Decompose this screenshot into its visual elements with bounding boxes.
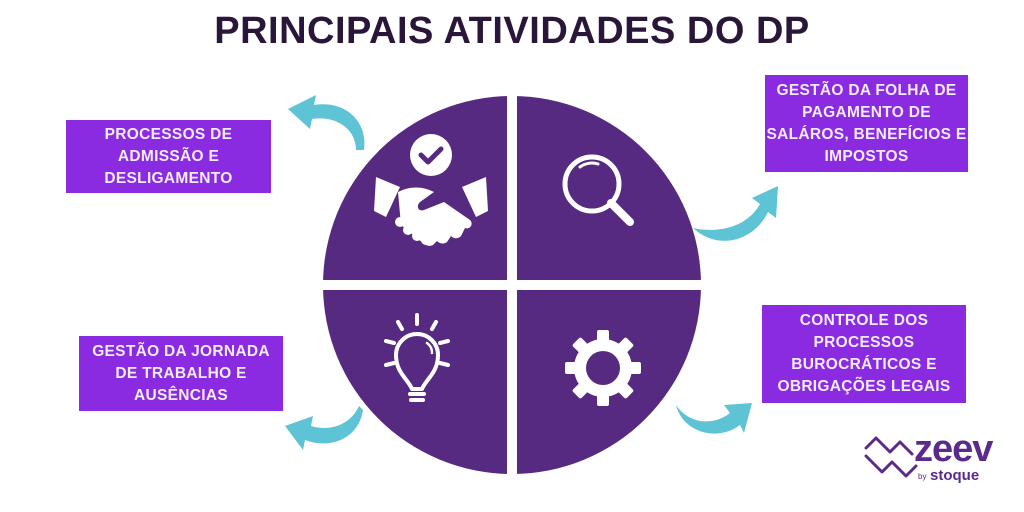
zeev-logo-mark-icon <box>864 436 918 478</box>
magnifier-icon <box>562 154 634 226</box>
activity-line: DESLIGAMENTO <box>104 169 233 187</box>
activity-box-jornada: GESTÃO DA JORNADA DE TRABALHO E AUSÊNCIA… <box>79 336 283 411</box>
logo-name: zeev <box>914 428 993 470</box>
activity-line: IMPOSTOS <box>824 147 909 165</box>
activity-line: SALÁROS, BENEFÍCIOS E <box>766 125 967 143</box>
activity-line: ADMISSÃO E <box>117 147 220 165</box>
arrow-top-left-icon <box>288 95 365 150</box>
activity-line: OBRIGAÇÕES LEGAIS <box>777 378 951 395</box>
quadrant-top-right <box>517 96 701 280</box>
activity-line: DE TRABALHO E <box>115 364 247 382</box>
arrow-top-right-icon <box>693 186 778 241</box>
arrow-bottom-left-icon <box>285 406 363 450</box>
activity-line: PAGAMENTO DE <box>802 103 931 121</box>
activity-box-folha-pagamento: GESTÃO DA FOLHA DE PAGAMENTO DE SALÁROS,… <box>765 75 968 172</box>
activity-line: BUROCRÁTICOS E <box>791 356 937 373</box>
handshake-check-icon <box>374 134 488 246</box>
activity-line: GESTÃO DA FOLHA DE <box>776 81 957 99</box>
logo-by: by <box>918 472 927 481</box>
activity-line: GESTÃO DA JORNADA <box>92 342 270 360</box>
gear-icon <box>565 330 641 406</box>
zeev-logo: zeev by stoque <box>858 428 1008 488</box>
activity-box-burocraticos: CONTROLE DOS PROCESSOS BUROCRÁTICOS E OB… <box>762 305 966 403</box>
arrow-bottom-right-icon <box>676 403 752 434</box>
page-title: PRINCIPAIS ATIVIDADES DO DP <box>214 10 810 52</box>
lightbulb-icon <box>384 313 450 402</box>
activity-line: PROCESSOS DE <box>104 125 233 143</box>
logo-company: stoque <box>930 467 980 484</box>
activity-line: CONTROLE DOS <box>799 312 929 329</box>
activity-line: AUSÊNCIAS <box>134 386 228 404</box>
activity-line: PROCESSOS <box>813 334 915 351</box>
activity-box-admissao: PROCESSOS DE ADMISSÃO E DESLIGAMENTO <box>66 120 271 193</box>
